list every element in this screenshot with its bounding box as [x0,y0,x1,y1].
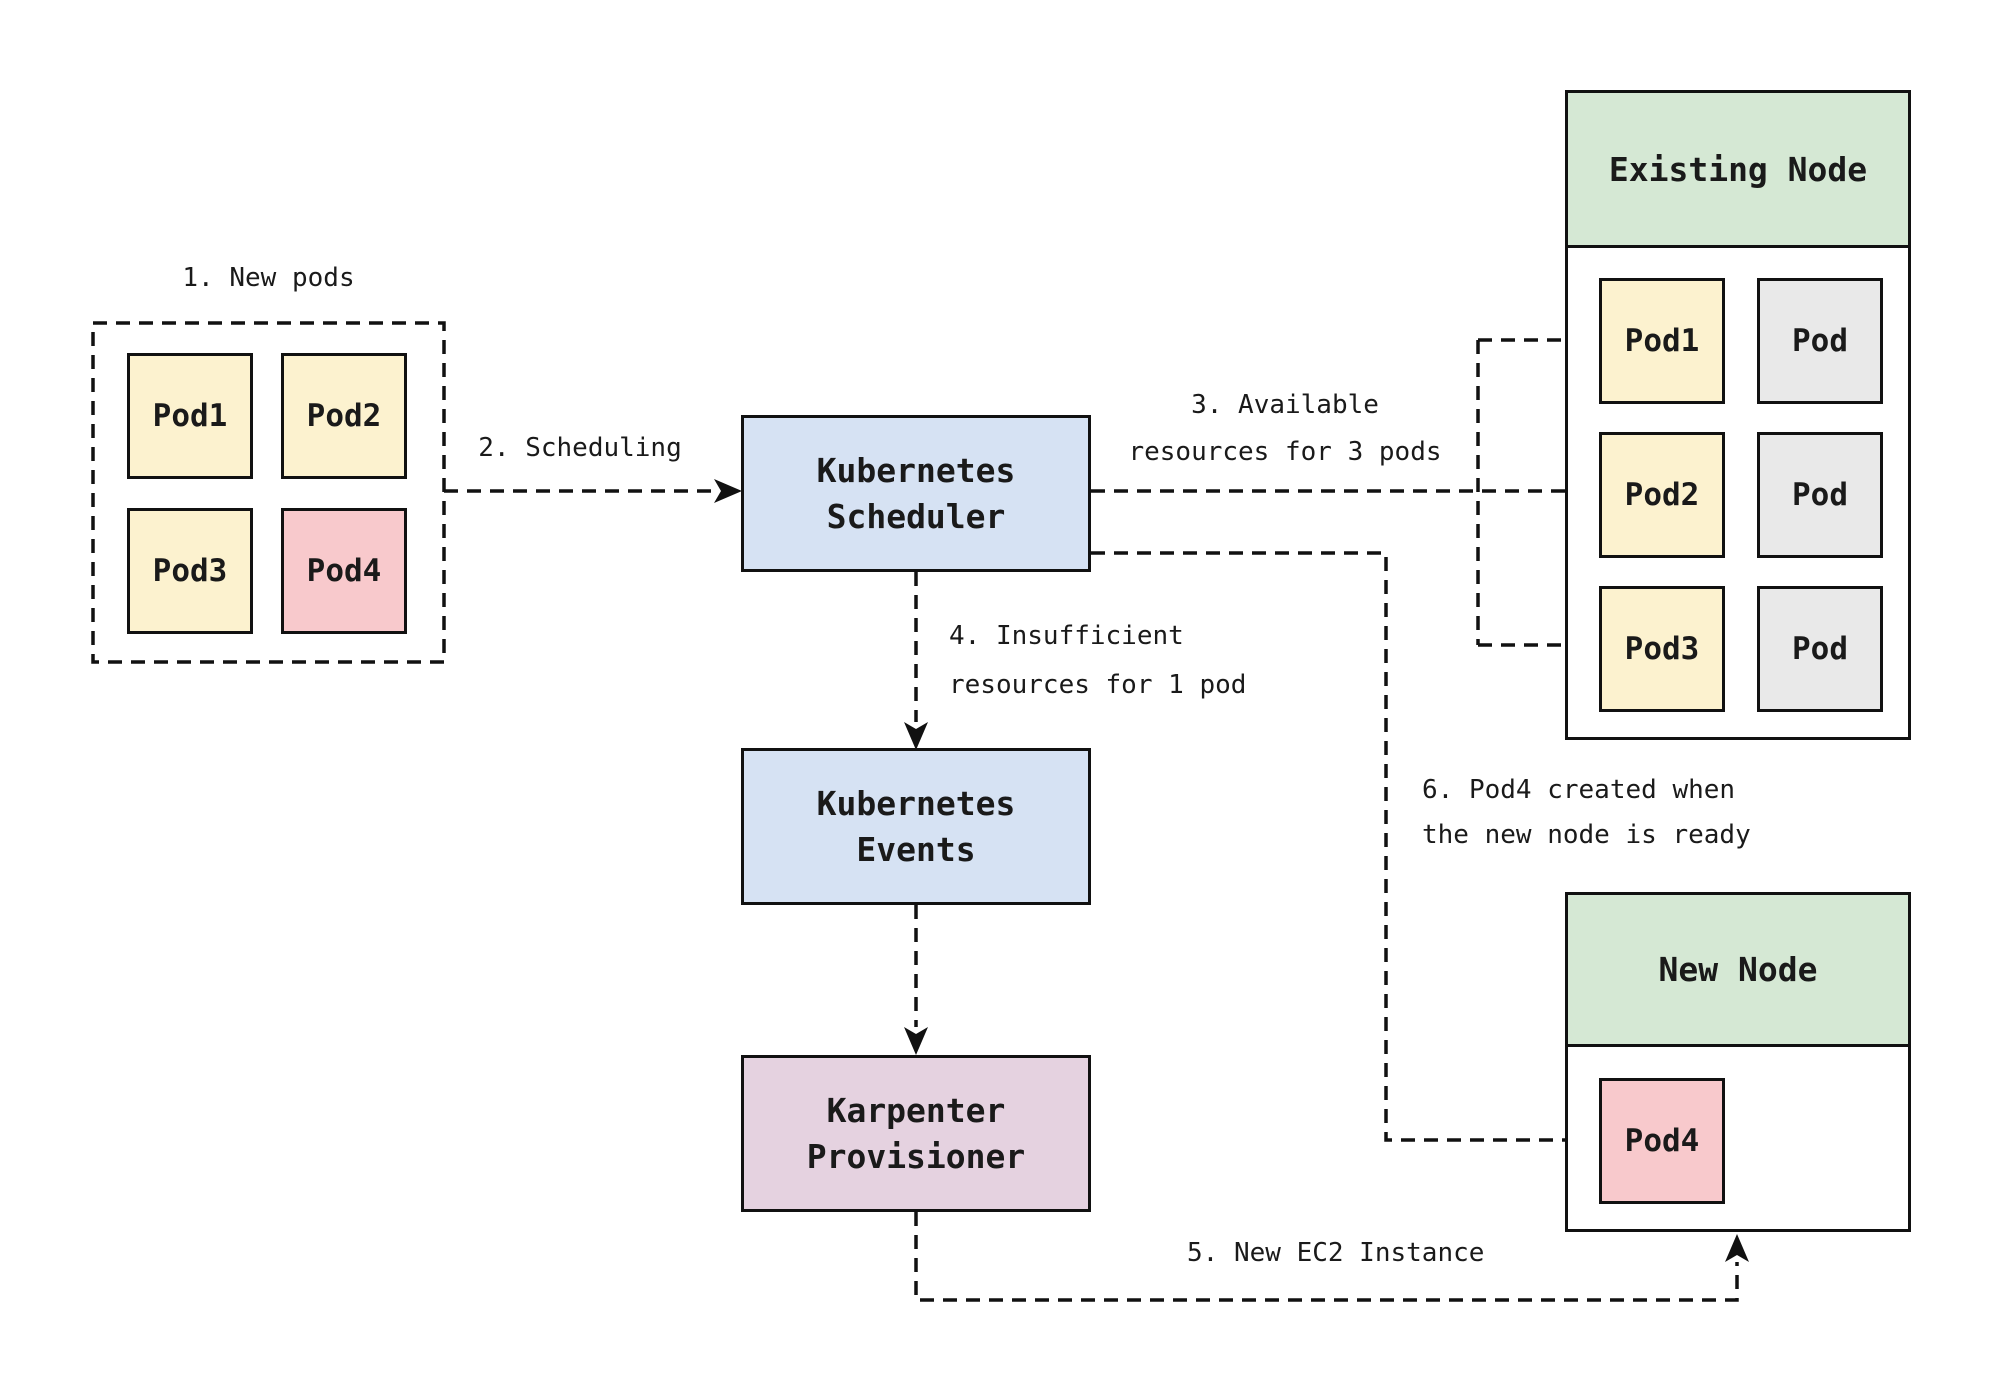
arrow-new-ec2 [914,1212,1749,1302]
new-pod-4: Pod4 [281,508,407,634]
arrow-insufficient [904,572,928,750]
arrow-available-pod2 [1091,479,1598,503]
label-available-resources: 3. Available resources for 3 pods [1128,390,1442,467]
karpenter-provisioner-box: Karpenter Provisioner [741,1055,1091,1212]
existing-node-pod-gray-2: Pod [1757,432,1883,558]
arrow-scheduling [444,479,742,503]
kubernetes-scheduler-box: Kubernetes Scheduler [741,415,1091,572]
new-node-header: New Node [1568,895,1908,1047]
existing-node-pod3: Pod3 [1599,586,1725,712]
new-node: New Node Pod4 [1565,892,1911,1232]
existing-node-pod2: Pod2 [1599,432,1725,558]
existing-node-header: Existing Node [1568,93,1908,248]
label-scheduling: 2. Scheduling [478,433,682,463]
label-insufficient-resources: 4. Insufficient resources for 1 pod [949,621,1247,700]
existing-node-pod-gray-1: Pod [1757,278,1883,404]
arrowhead-up [1725,1234,1749,1262]
existing-node: Existing Node Pod1 Pod Pod2 Pod Pod3 Pod [1565,90,1911,740]
kubernetes-events-box: Kubernetes Events [741,748,1091,905]
label-new-pods: 1. New pods [182,263,355,293]
new-pod-2: Pod2 [281,353,407,479]
new-pod-3: Pod3 [127,508,253,634]
new-pod-1: Pod1 [127,353,253,479]
arrowhead-down [904,1027,928,1055]
arrowhead-down [904,722,928,750]
label-new-ec2-instance: 5. New EC2 Instance [1187,1238,1485,1268]
new-node-pod4: Pod4 [1599,1078,1725,1204]
label-pod4-created: 6. Pod4 created when the new node is rea… [1422,775,1751,850]
arrow-events-to-karpenter [904,905,928,1055]
existing-node-pod1: Pod1 [1599,278,1725,404]
arrowhead-right [714,479,742,503]
existing-node-pod-gray-3: Pod [1757,586,1883,712]
